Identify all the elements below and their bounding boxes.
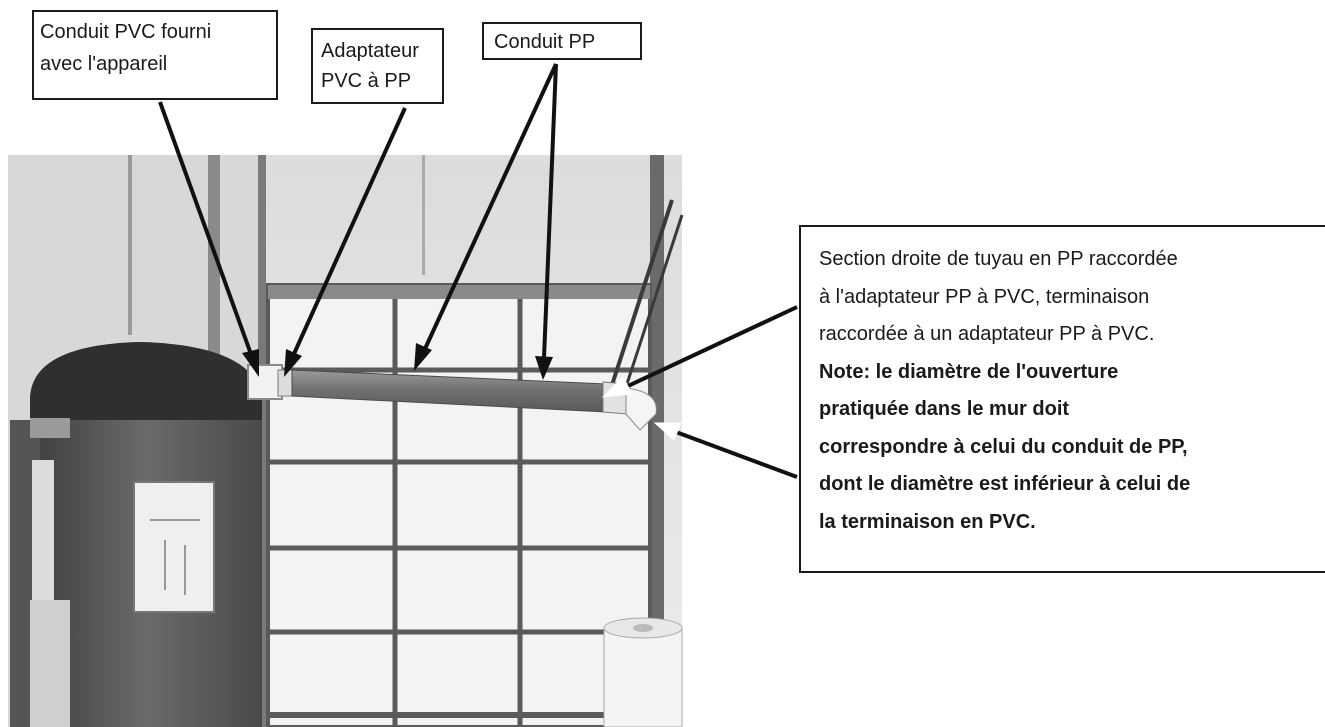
arrow-pp-left — [422, 63, 558, 352]
callout-section-line-3: raccordée à un adaptateur PP à PVC. — [819, 323, 1155, 345]
arrow-adapter-head — [284, 349, 302, 377]
leader-arrows — [158, 63, 798, 479]
arrow-pvc-supplied — [158, 101, 254, 358]
callout-pvc-supplied-line-1: Conduit PVC fourni — [40, 21, 212, 43]
arrow-termination — [675, 430, 798, 479]
wall-wires — [610, 199, 684, 391]
callout-pp-conduit-line-1: Conduit PP — [494, 31, 596, 53]
callout-note-line-2: pratiquée dans le mur doit — [819, 398, 1070, 420]
arrow-straight-section-head — [601, 376, 633, 398]
arrow-pvc-supplied-head — [242, 349, 259, 377]
callout-pvc-pp-adapter: Adaptateur PVC à PP — [311, 28, 444, 104]
callout-adapter-line-1: Adaptateur — [321, 40, 419, 62]
water-heater — [10, 342, 262, 727]
callout-adapter-line-2: PVC à PP — [321, 70, 412, 92]
arrow-termination-head — [653, 422, 682, 441]
callout-pvc-supplied-line-2: avec l'appareil — [40, 53, 168, 75]
callout-note-line-5: la terminaison en PVC. — [819, 510, 1036, 533]
pvc-conduit-stub — [247, 364, 283, 400]
callout-note-line-3: correspondre à celui du conduit de PP, — [819, 435, 1188, 458]
callout-note-line-1: Note: le diamètre de l'ouverture — [819, 360, 1119, 383]
callout-pvc-supplied: Conduit PVC fourni avec l'appareil — [32, 10, 278, 100]
arrow-straight-section — [627, 305, 798, 388]
callout-pp-conduit: Conduit PP — [482, 22, 642, 60]
arrow-adapter — [291, 107, 407, 357]
callout-straight-section: Section droite de tuyau en PP raccordée … — [799, 225, 1325, 573]
garage-door — [266, 283, 652, 727]
arrow-pp-right — [542, 63, 558, 359]
arrow-pp-left-head — [414, 343, 432, 371]
pvc-termination — [625, 387, 657, 431]
arrow-pp-right-head — [535, 356, 553, 380]
callout-section-line-1: Section droite de tuyau en PP raccordée — [819, 248, 1178, 270]
callout-note-line-4: dont le diamètre est inférieur à celui d… — [819, 473, 1191, 495]
paper-towel-roll — [603, 617, 683, 727]
callout-section-line-2: à l'adaptateur PP à PVC, terminaison — [819, 285, 1150, 308]
